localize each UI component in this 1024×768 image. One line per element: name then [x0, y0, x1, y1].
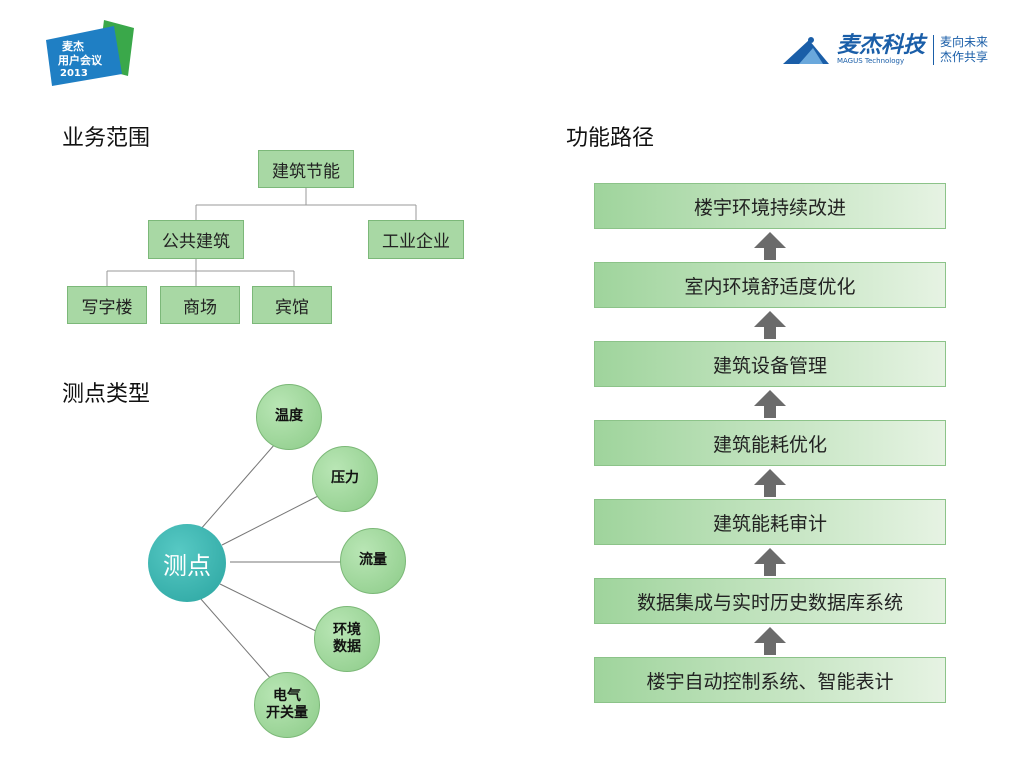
mountain-icon	[782, 37, 829, 64]
arrow-up-icon	[754, 627, 786, 655]
arrow-up-icon	[754, 548, 786, 576]
step-1: 楼宇环境持续改进	[594, 183, 946, 229]
step-3: 建筑设备管理	[594, 341, 946, 387]
arrow-up-icon	[754, 469, 786, 497]
step-4: 建筑能耗优化	[594, 420, 946, 466]
step-6: 数据集成与实时历史数据库系统	[594, 578, 946, 624]
logo-line2: 用户会议	[58, 53, 103, 67]
arrow-up-icon	[754, 232, 786, 260]
node-electrical: 电气 开关量	[254, 672, 320, 738]
path-heading: 功能路径	[566, 126, 655, 151]
level3-node-hotel: 宾馆	[252, 286, 332, 324]
step-2: 室内环境舒适度优化	[594, 262, 946, 308]
slogan-line2: 杰作共享	[939, 50, 988, 64]
slogan-line1: 麦向未来	[939, 35, 988, 49]
node-temperature: 温度	[256, 384, 322, 450]
level2-node-industry: 工业企业	[368, 220, 464, 259]
logo-line1: 麦杰	[62, 39, 84, 53]
hub-node: 测点	[148, 524, 226, 602]
brand-name: 麦杰科技	[836, 33, 925, 58]
level3-node-mall: 商场	[160, 286, 240, 324]
node-environment: 环境 数据	[314, 606, 380, 672]
node-flow: 流量	[340, 528, 406, 594]
business-heading: 业务范围	[62, 126, 151, 151]
conference-logo: 麦杰 用户会议 2013	[46, 20, 134, 86]
node-pressure: 压力	[312, 446, 378, 512]
level2-node-public: 公共建筑	[148, 220, 244, 259]
brand-sub: MAGUS Technology	[836, 57, 905, 65]
brand-logo: 麦杰科技 MAGUS Technology 麦向未来 杰作共享	[782, 33, 988, 66]
root-node: 建筑节能	[258, 150, 354, 188]
logo-line3: 2013	[60, 68, 88, 79]
arrow-up-icon	[754, 390, 786, 418]
arrow-up-icon	[754, 311, 786, 339]
brand-slogan: 麦向未来 杰作共享	[932, 35, 988, 65]
step-7: 楼宇自动控制系统、智能表计	[594, 657, 946, 703]
step-5: 建筑能耗审计	[594, 499, 946, 545]
points-heading: 测点类型	[62, 382, 151, 407]
level3-node-office: 写字楼	[67, 286, 147, 324]
